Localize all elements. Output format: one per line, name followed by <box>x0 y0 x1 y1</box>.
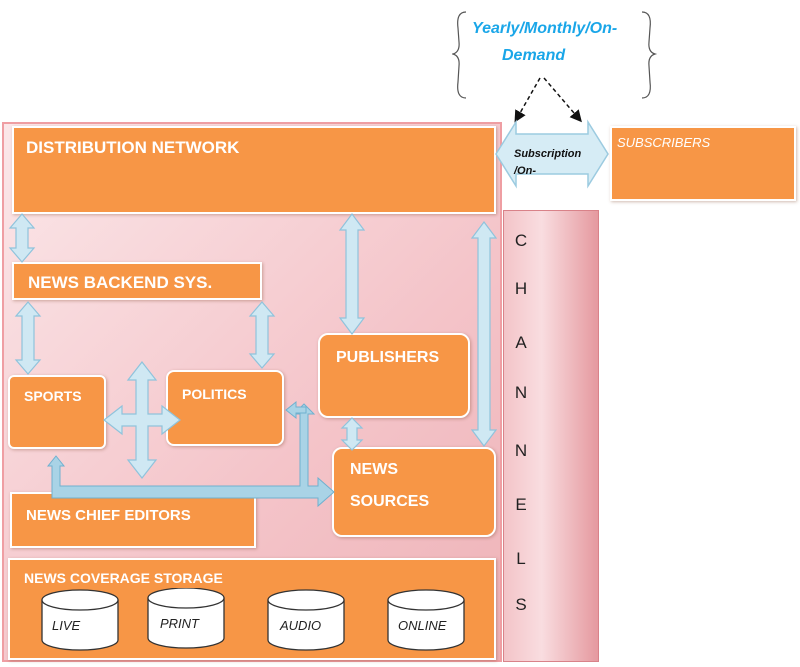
news-chief-editors-label: NEWS CHIEF EDITORS <box>26 507 191 524</box>
disk-live: LIVE <box>41 589 119 651</box>
distribution-network-label: DISTRIBUTION NETWORK <box>26 138 240 157</box>
subscription-label-line1: Subscription <box>514 148 582 160</box>
disk-label-audio: AUDIO <box>279 618 321 633</box>
arrow-into-politics <box>285 400 307 420</box>
right-brace <box>641 11 658 99</box>
news-coverage-storage-label: NEWS COVERAGE STORAGE <box>24 570 223 586</box>
news-sources-line2: SOURCES <box>350 493 430 510</box>
news-backend-label: NEWS BACKEND SYS. <box>28 273 213 292</box>
subscription-arrow <box>495 119 609 189</box>
subscribers-label: SUBSCRIBERS <box>617 135 711 150</box>
channel-letter: N <box>514 441 528 460</box>
arrow-channels-sources <box>470 221 498 447</box>
news-backend-box: NEWS BACKEND SYS. <box>12 262 262 300</box>
connector-sports-sources <box>46 403 335 508</box>
news-chief-editors-box: NEWS CHIEF EDITORS <box>10 492 256 548</box>
channel-letter: E <box>515 495 527 514</box>
distribution-network-box: DISTRIBUTION NETWORK <box>12 126 496 214</box>
dashed-arrows <box>514 77 582 123</box>
disk-label-print: PRINT <box>160 616 200 631</box>
subscribers-box: SUBSCRIBERS <box>610 126 796 201</box>
channel-letter: A <box>515 333 527 352</box>
sports-label: SPORTS <box>24 388 82 404</box>
channel-letter: S <box>515 595 527 614</box>
sports-box: SPORTS <box>8 375 106 449</box>
subscription-label-line2: /On- <box>514 165 536 177</box>
cross-arrow <box>103 361 181 479</box>
arrow-distribution-publishers <box>338 213 366 335</box>
news-sources-line1: NEWS <box>350 461 398 478</box>
publishers-label: PUBLISHERS <box>336 349 440 366</box>
frequency-note-line1: Yearly/Monthly/On- <box>472 20 618 37</box>
frequency-note-line2: Demand <box>502 47 566 64</box>
dashed-arrow-right <box>543 77 582 123</box>
channel-letter: N <box>514 383 528 402</box>
disk-print: PRINT <box>147 588 225 649</box>
disk-label-live: LIVE <box>52 618 81 633</box>
politics-box: POLITICS <box>166 370 284 446</box>
channel-letter: H <box>514 279 528 298</box>
arrow-publishers-sources <box>340 417 364 451</box>
channels-column: C H A N N E L S <box>503 210 599 662</box>
channel-letter: C <box>514 231 528 250</box>
politics-label: POLITICS <box>182 386 247 402</box>
news-sources-box: NEWS SOURCES <box>332 447 496 537</box>
disk-online: ONLINE <box>387 589 465 651</box>
disk-label-online: ONLINE <box>398 618 447 633</box>
left-brace <box>452 11 467 99</box>
arrow-backend-sports <box>14 301 42 375</box>
arrow-backend-politics <box>248 301 276 369</box>
disk-audio: AUDIO <box>267 589 345 651</box>
storage-disks: LIVE PRINT AUDIO ONLINE <box>41 588 465 651</box>
brace-note <box>452 11 658 99</box>
channel-letter: L <box>516 549 526 568</box>
publishers-box: PUBLISHERS <box>318 333 470 418</box>
dashed-arrow-left <box>514 77 541 123</box>
arrow-distribution-backend <box>8 213 36 263</box>
